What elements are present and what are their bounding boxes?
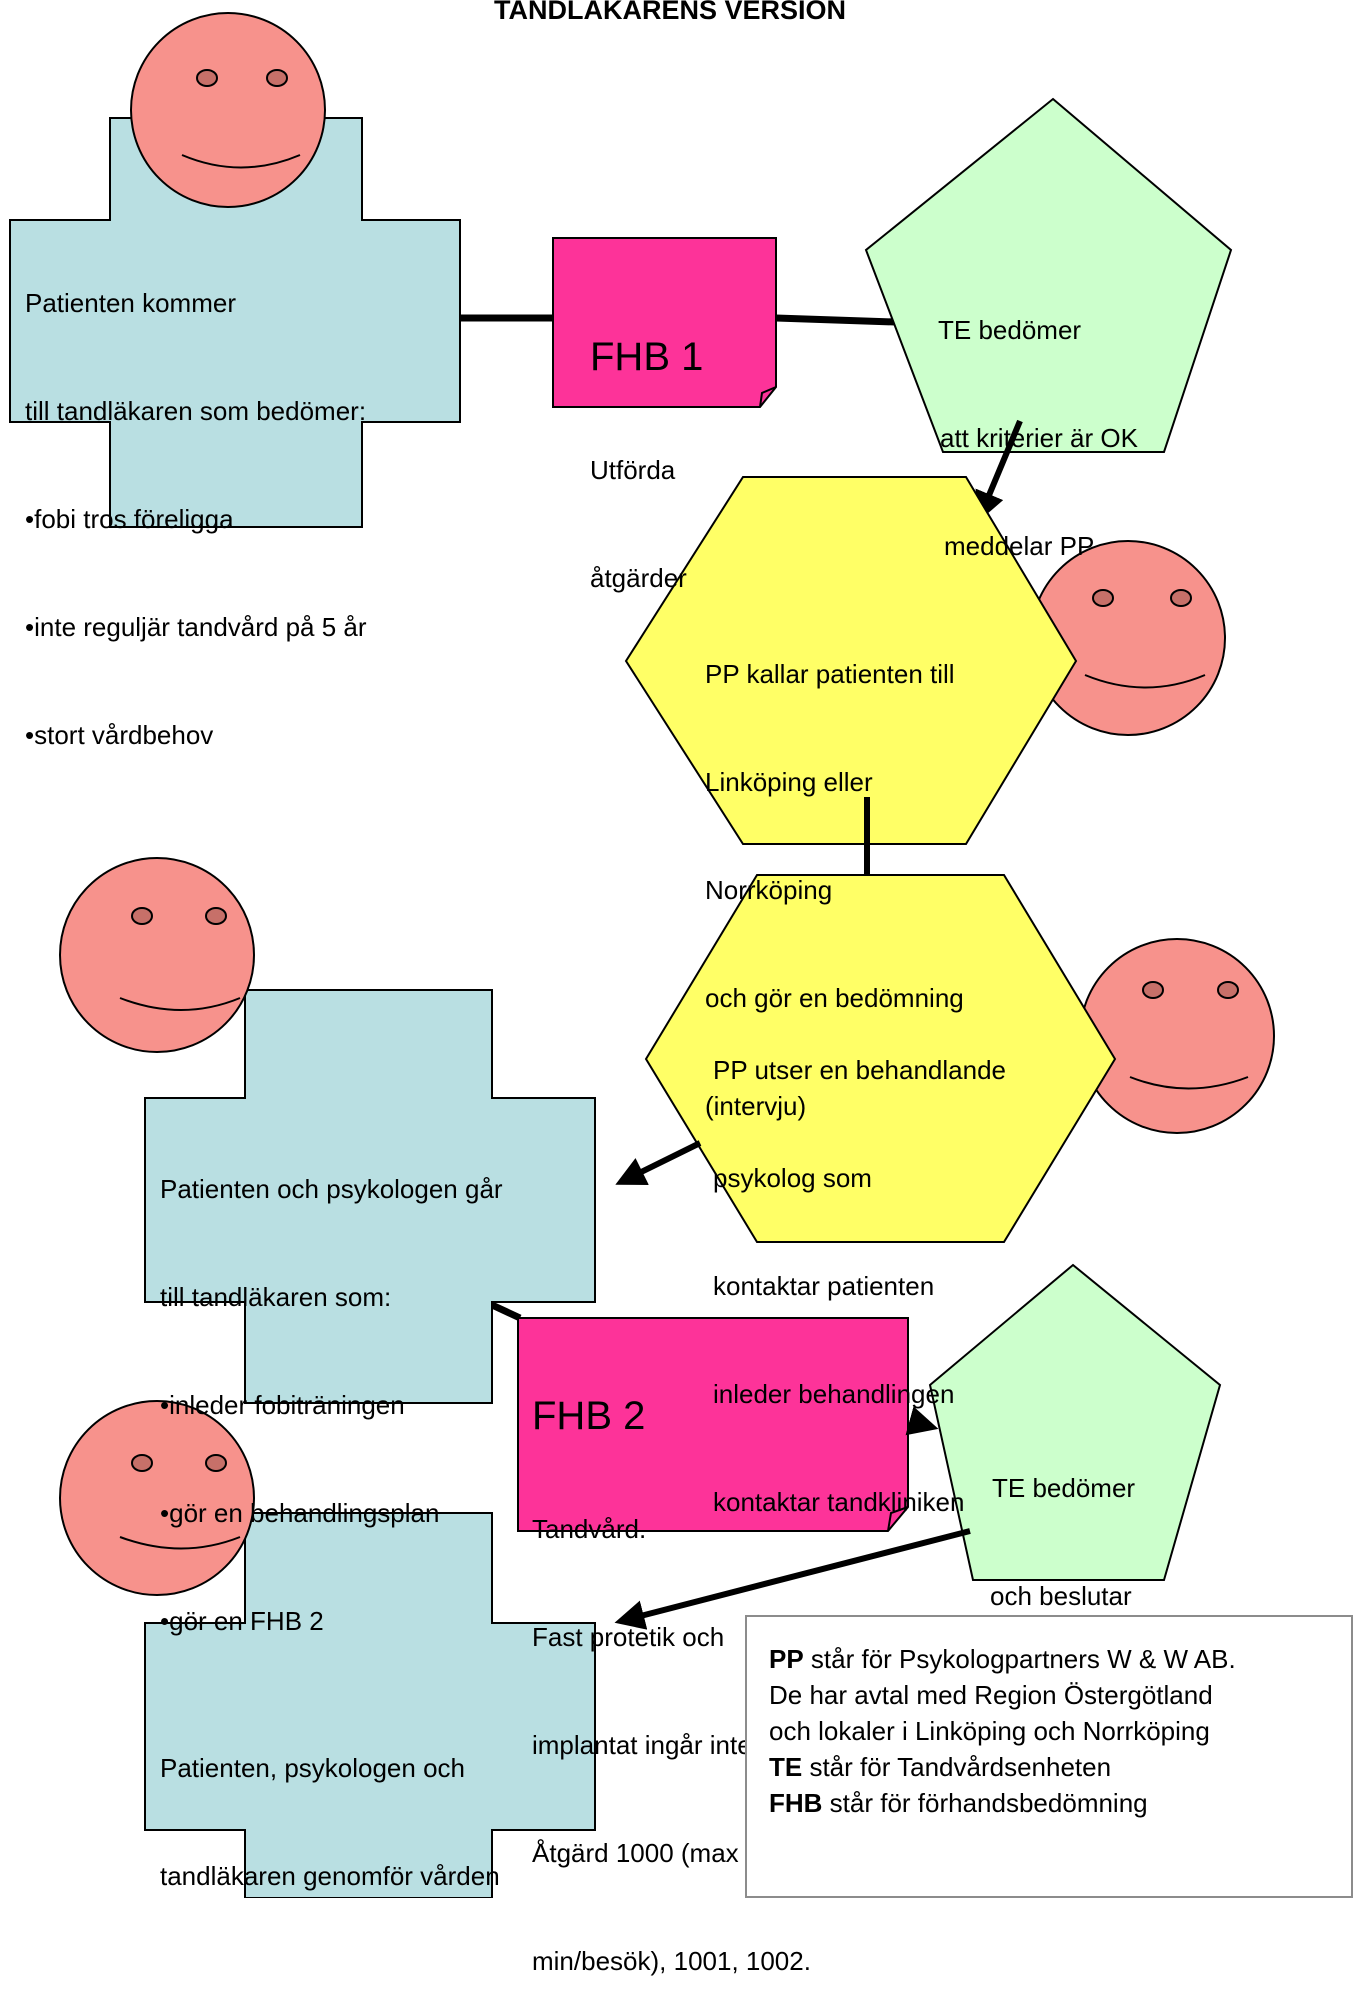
pp-hexagon-2	[644, 874, 1117, 1243]
box2-text: Patienten och psykologen går till tandlä…	[160, 1174, 503, 1636]
legend-row-region: De har avtal med Region Östergötland	[769, 1680, 1213, 1710]
hex1-text: PP kallar patienten till Linköping eller…	[705, 659, 964, 1121]
pp-hexagon-1	[624, 476, 1078, 845]
legend-box: PP står för Psykologpartners W & W AB. D…	[745, 1615, 1353, 1898]
diagram-title: TANDLÄKARENS VERSION	[493, 0, 846, 25]
connector-box2-fhb2	[490, 1301, 522, 1322]
fhb1-text: FHB 1 Utförda åtgärder	[590, 335, 704, 593]
legend-row-fhb: FHB står för förhandsbedömning	[769, 1788, 1148, 1818]
smiley-4	[59, 857, 255, 1053]
patient-cross-3	[144, 1512, 596, 1898]
fhb2-note	[517, 1317, 909, 1532]
arrow-hex2-to-box2	[615, 1140, 702, 1185]
connector-fhb1-te1	[775, 314, 896, 326]
te-pentagon-2	[928, 1263, 1222, 1581]
smiley-1	[130, 12, 326, 208]
patient-cross-2	[144, 989, 596, 1404]
smiley-5	[59, 1400, 255, 1596]
legend-row-te: TE står för Tandvårdsenheten	[769, 1752, 1112, 1782]
arrow-te1-to-hex1	[975, 419, 1023, 522]
te2-text: TE bedömer och beslutar	[990, 1473, 1136, 1611]
legend-row-pp: PP står för Psykologpartners W & W AB.	[769, 1644, 1236, 1674]
legend-row-lokaler: och lokaler i Linköping och Norrköping	[769, 1716, 1210, 1746]
te-pentagon-1	[864, 97, 1233, 453]
box1-text: Patienten kommer till tandläkaren som be…	[25, 288, 367, 750]
box3-text: Patienten, psykologen och tandläkaren ge…	[160, 1753, 500, 1891]
patient-cross-1	[9, 117, 461, 528]
te1-text: TE bedömer att kriterier är OK meddelar …	[938, 315, 1138, 561]
hex2-text: PP utser en behandlande psykolog som kon…	[713, 1055, 1006, 1517]
arrow-fhb2-to-te2	[905, 1406, 939, 1436]
fhb1-note	[552, 237, 777, 408]
arrow-te2-to-box3	[614, 1528, 971, 1630]
flow-diagram	[9, 12, 1275, 1898]
smiley-3	[1079, 938, 1275, 1134]
